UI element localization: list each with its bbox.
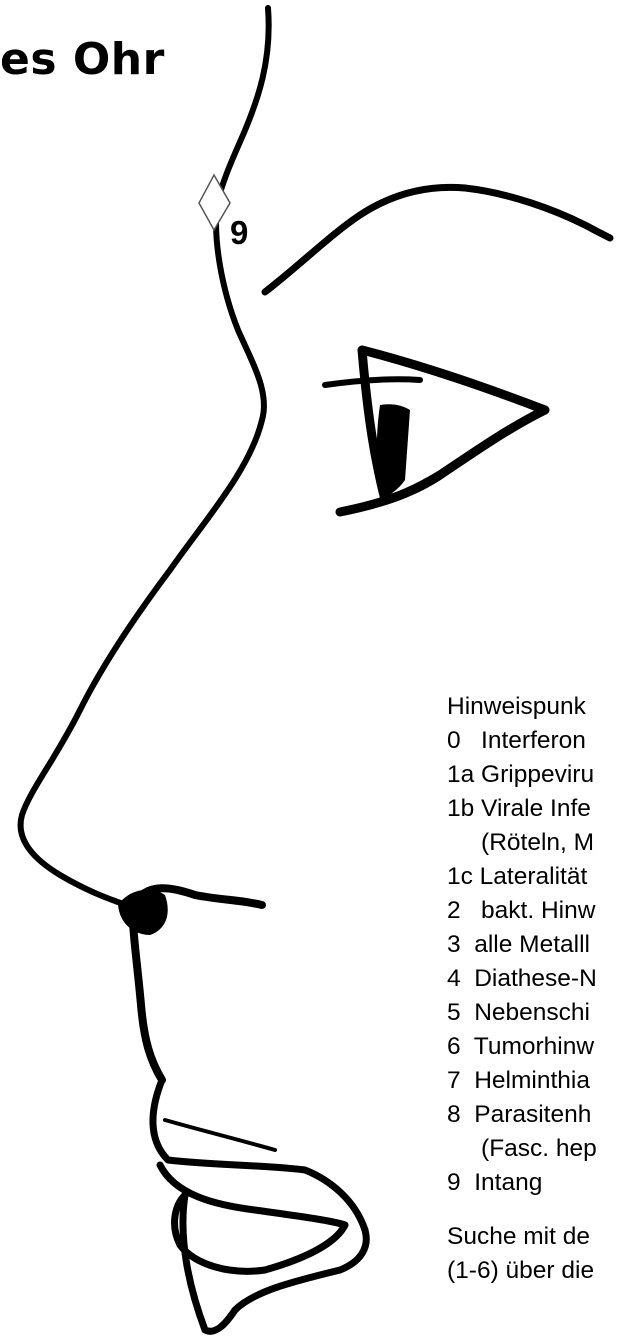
- legend-item: (Röteln, M: [447, 826, 619, 860]
- eyebrow-line: [265, 187, 610, 292]
- legend-spacer: [447, 1200, 619, 1220]
- legend-item: 5 Nebenschi: [447, 996, 619, 1030]
- legend-item: 6 Tumorhinw: [447, 1030, 619, 1064]
- profile-line: [21, 8, 269, 907]
- legend-heading: Hinweispunk: [447, 690, 619, 724]
- legend-footer-line: Suche mit de: [447, 1220, 619, 1254]
- legend-item: 7 Helminthia: [447, 1064, 619, 1098]
- nostril-fill: [118, 890, 168, 935]
- page-title: es Ohr: [0, 34, 165, 85]
- legend-item: 4 Diathese-N: [447, 962, 619, 996]
- legend-item: 2 bakt. Hinw: [447, 894, 619, 928]
- eye-iris: [377, 404, 410, 498]
- legend-footer-line: (1-6) über die: [447, 1254, 619, 1288]
- legend-item: 3 alle Metalll: [447, 928, 619, 962]
- legend: Hinweispunk 0 Interferon 1a Grippeviru 1…: [447, 690, 619, 1338]
- legend-item: 1a Grippeviru: [447, 758, 619, 792]
- lip-inner-line: [165, 1120, 275, 1150]
- marker-label: 9: [230, 214, 248, 252]
- legend-item: (Fasc. hep: [447, 1132, 619, 1166]
- legend-item: 8 Parasitenh: [447, 1098, 619, 1132]
- eye-lash-line: [325, 379, 420, 385]
- legend-item: 0 Interferon: [447, 724, 619, 758]
- legend-item: 1c Lateralität: [447, 860, 619, 894]
- legend-item: 9 Intang: [447, 1166, 619, 1200]
- legend-item: 1b Virale Infe: [447, 792, 619, 826]
